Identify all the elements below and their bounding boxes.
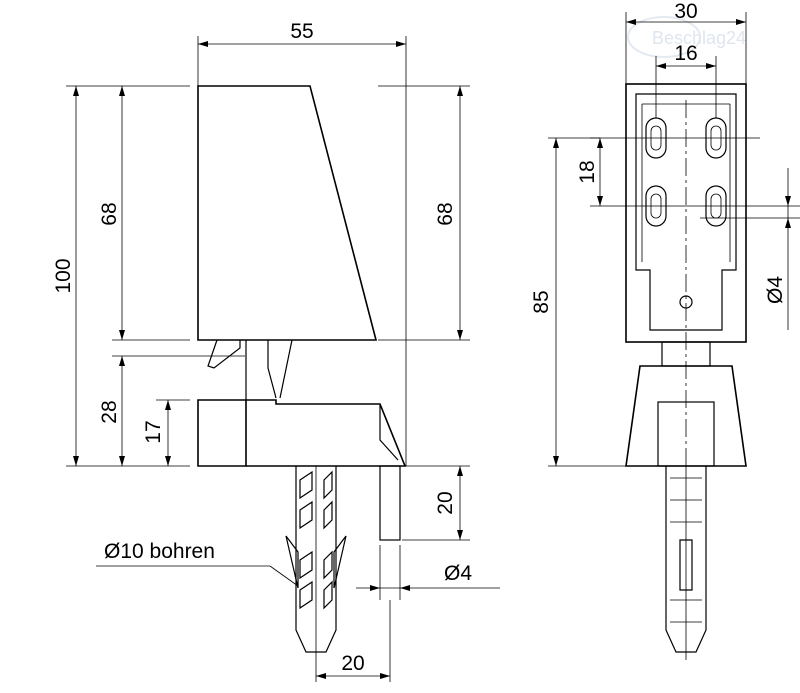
dowel-rib-low (299, 550, 333, 580)
dim-height-68-right: 68 (434, 202, 457, 225)
stopper-body (197, 85, 378, 341)
dim-height-17: 17 (142, 420, 165, 443)
dim-pin-diameter: Ø4 (444, 562, 472, 585)
dim-width-30: 30 (674, 0, 697, 23)
drill-note: Ø10 bohren (104, 540, 215, 563)
front-arrows (553, 19, 791, 466)
dim-slot-spacing-16: 16 (674, 42, 697, 65)
plate-inner-outline (635, 93, 737, 331)
dowel-wings (285, 535, 347, 589)
dim-height-68-left: 68 (98, 202, 121, 225)
dim-hole-diameter: Ø4 (764, 276, 787, 304)
catch-tab (207, 339, 241, 369)
watermark: Beschlag24 (627, 16, 746, 58)
dowel-rib-bottom (299, 580, 333, 610)
dim-height-28: 28 (98, 400, 121, 423)
base-chamfer (379, 404, 399, 461)
dowel-rib-top (299, 470, 333, 500)
dowel (285, 466, 347, 653)
front-lower-body (625, 365, 747, 467)
side-arrows (73, 41, 463, 679)
dim-slot-vertical-18: 18 (576, 160, 599, 183)
base-foot (197, 399, 247, 467)
front-dimension-lines (548, 12, 800, 467)
side-dimension-lines (66, 36, 500, 682)
neck-right (279, 339, 293, 399)
dim-dowel-spacing-20: 20 (341, 652, 364, 675)
dim-height-85: 85 (530, 290, 553, 313)
front-view: 30 16 18 Ø4 85 (530, 0, 800, 660)
pin (379, 465, 401, 541)
front-dowel (665, 466, 707, 660)
neck-inner (267, 340, 277, 399)
dim-pin-length-20: 20 (434, 491, 457, 514)
dowel-rib-mid (299, 500, 333, 530)
dim-width-55: 55 (290, 20, 313, 43)
base-plate (246, 399, 407, 467)
front-dowel-slot (679, 539, 693, 591)
dim-height-100: 100 (52, 258, 75, 293)
side-view: 55 100 68 28 17 68 20 Ø4 20 Ø10 bohren (52, 20, 500, 682)
watermark-text: Beschlag24 (652, 28, 746, 48)
